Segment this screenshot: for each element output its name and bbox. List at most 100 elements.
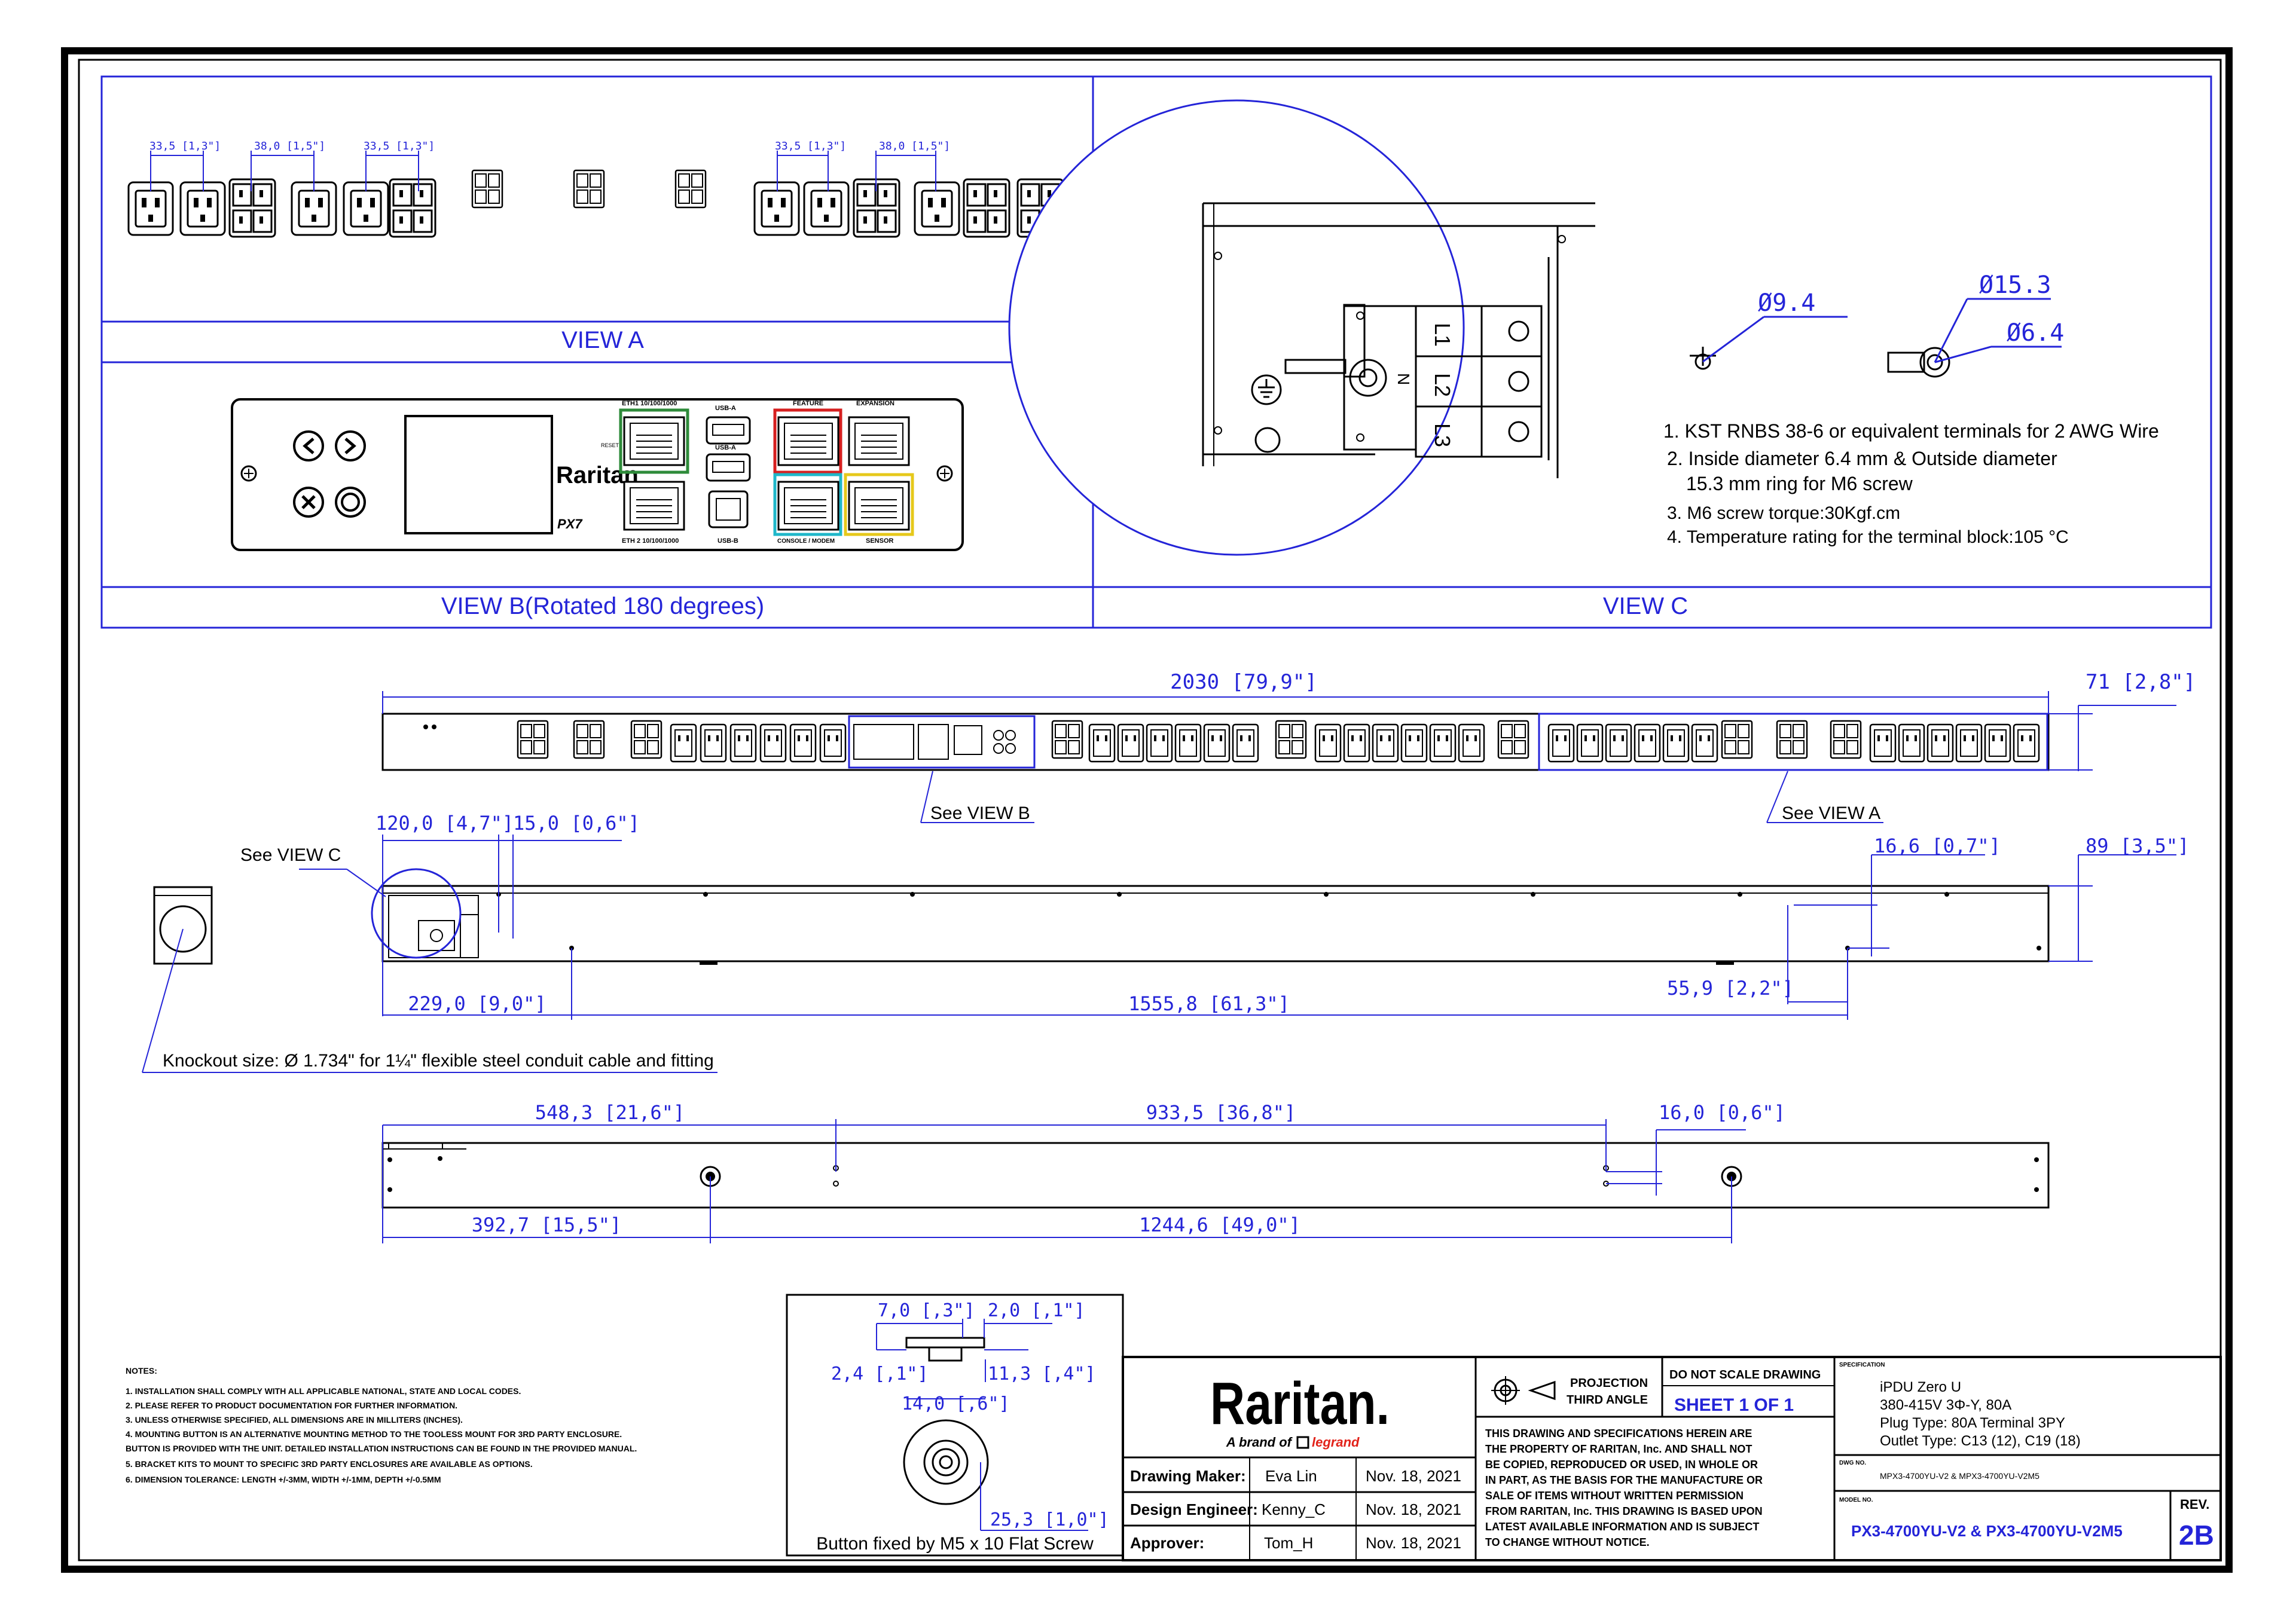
btn-dim-2: 2,0 [,1"] [988,1300,1085,1321]
dia-6-4: Ø6.4 [2007,319,2064,347]
disclaimer-6: FROM RARITAN, Inc. THIS DRAWING IS BASED… [1485,1505,1763,1517]
sheet-number: SHEET 1 OF 1 [1674,1395,1794,1415]
btn-dim-14: 14,0 [,6"] [902,1393,1010,1414]
terminal-l2: L2 [1430,373,1455,397]
view-c-detail: L1 L2 L3 N [1008,99,1595,556]
rear-dim-lines [382,1119,1746,1243]
note-4: 4. MOUNTING BUTTON IS AN ALTERNATIVE MOU… [126,1429,622,1439]
disclaimer-4: IN PART, AS THE BASIS FOR THE MANUFACTUR… [1485,1474,1763,1486]
terminal-l1: L1 [1430,323,1455,347]
design-engineer-date: Nov. 18, 2021 [1366,1500,1461,1518]
console-label: CONSOLE / MODEM [777,538,835,545]
button-dim-lines [876,1319,1088,1531]
spec-3: Plug Type: 80A Terminal 3PY [1880,1415,2065,1431]
knockout-note: Knockout size: Ø 1.734" for 1¼" flexible… [163,1051,714,1071]
left-button-icon [293,430,324,461]
button-detail [786,1294,1124,1557]
pdu-rear-view [381,1142,2050,1209]
dim-1555: 1555,8 [61,3"] [1128,992,1290,1015]
title-block: Raritan. A brand of legrand Drawing Make… [1122,1356,2222,1561]
outer-border [61,47,2233,1573]
disclaimer-7: LATEST AVAILABLE INFORMATION AND IS SUBJ… [1485,1521,1759,1533]
approver-label: Approver: [1130,1534,1204,1552]
note-5: 5. BRACKET KITS TO MOUNT TO SPECIFIC 3RD… [126,1459,533,1469]
design-engineer-label: Design Engineer: [1130,1500,1258,1518]
do-not-scale: DO NOT SCALE DRAWING [1669,1368,1821,1381]
drawing-maker-label: Drawing Maker: [1130,1467,1246,1485]
note-2: 2. PLEASE REFER TO PRODUCT DOCUMENTATION… [126,1401,457,1410]
btn-dim-25-3: 25,3 [1,0"] [990,1509,1109,1530]
view-a-label: VIEW A [561,327,644,353]
dim-933: 933,5 [36,8"] [1146,1101,1296,1124]
projection-a: PROJECTION [1570,1377,1648,1390]
dwg-number: MPX3-4700YU-V2 & MPX3-4700YU-V2M5 [1880,1471,2039,1481]
front-dim-lines [382,691,2176,823]
projection-cone-icon [1528,1380,1556,1401]
dim-89: 89 [3,5"] [2086,835,2189,857]
usb-a-label-2: USB-A [715,444,736,451]
pdu-front-view [381,713,2050,771]
dim-1244: 1244,6 [49,0"] [1139,1214,1300,1236]
disclaimer-5: SALE OF ITEMS WITHOUT WRITTEN PERMISSION [1485,1490,1744,1502]
dim-392: 392,7 [15,5"] [472,1214,621,1236]
feature-frame [773,408,842,474]
sensor-frame [844,473,914,536]
legrand-mark-icon [1296,1436,1309,1449]
view-a-dim-2: 38,0 [1,5"] [254,140,325,152]
see-view-a: See VIEW A [1782,803,1880,823]
view-b-label: VIEW B(Rotated 180 degrees) [441,593,764,619]
terminal-n: N [1394,373,1413,385]
note-c-4: 4. Temperature rating for the terminal b… [1667,527,2069,547]
btn-dim-7: 7,0 [,3"] [878,1300,975,1321]
view-a-outlets [127,169,1064,238]
projection-b: THIRD ANGLE [1567,1393,1648,1407]
see-view-c: See VIEW C [240,845,341,865]
right-button-icon [335,430,366,461]
usb-a-label-1: USB-A [715,405,736,412]
notes-title: NOTES: [126,1366,157,1376]
controller-model-mark: PX7 [557,516,583,531]
dim-16-0: 16,0 [0,6"] [1659,1101,1785,1124]
general-notes: NOTES: 1. INSTALLATION SHALL COMPLY WITH… [126,1366,637,1484]
dim-total-length: 2030 [79,9"] [1170,670,1317,694]
dia-15-3: Ø15.3 [1979,271,2051,299]
expansion-label: EXPANSION [856,400,894,407]
eth1-label: ETH1 10/100/1000 [622,400,677,407]
see-view-b: See VIEW B [930,803,1030,823]
ground-symbol-icon [1251,374,1282,405]
view-a-dim-1: 33,5 [1,3"] [149,140,221,152]
dwg-label: DWG NO. [1839,1460,1866,1466]
cancel-button-icon [293,487,324,518]
ring-terminal-sketch [1690,298,2062,378]
lcd-display [404,415,553,534]
disclaimer-3: BE COPIED, REPRODUCED OR USED, IN WHOLE … [1485,1459,1758,1471]
disclaimer-2: THE PROPERTY OF RARITAN, Inc. AND SHALL … [1485,1443,1752,1455]
disclaimer-1: THIS DRAWING AND SPECIFICATIONS HEREIN A… [1485,1428,1752,1439]
spec-1: iPDU Zero U [1880,1379,1961,1395]
approver: Tom_H [1264,1534,1313,1552]
view-b-controller: Raritan PX7 RESET ETH1 10/100/1000 ETH 2… [231,398,964,551]
view-a-dim-4: 33,5 [1,3"] [775,140,846,152]
note-c-2a: 2. Inside diameter 6.4 mm & Outside diam… [1667,448,2057,469]
approver-date: Nov. 18, 2021 [1366,1534,1461,1552]
btn-dim-2-4: 2,4 [,1"] [831,1364,929,1384]
raritan-logo: Raritan. [1210,1370,1390,1437]
eth2-label: ETH 2 10/100/1000 [622,537,679,545]
view-c-label: VIEW C [1603,593,1688,619]
side-dim-lines [142,835,2176,1073]
view-a-dim-5: 38,0 [1,5"] [879,140,950,152]
design-engineer: Kenny_C [1262,1500,1326,1518]
console-frame [773,473,842,536]
brand-line: A brand of [1226,1435,1293,1450]
dim-229: 229,0 [9,0"] [408,992,546,1015]
model-label: MODEL NO. [1839,1497,1873,1503]
spec-4: Outlet Type: C13 (12), C19 (18) [1880,1433,2081,1449]
dim-55-9: 55,9 [2,2"] [1667,977,1794,1000]
note-4b: BUTTON IS PROVIDED WITH THE UNIT. DETAIL… [126,1444,637,1453]
view-a-dim-lines [150,151,936,191]
model-number: PX3-4700YU-V2 & PX3-4700YU-V2M5 [1851,1522,2123,1540]
chevron-right-icon [344,438,356,454]
dim-120: 120,0 [4,7"] [375,812,514,835]
disclaimer-8: TO CHANGE WITHOUT NOTICE. [1485,1536,1650,1548]
